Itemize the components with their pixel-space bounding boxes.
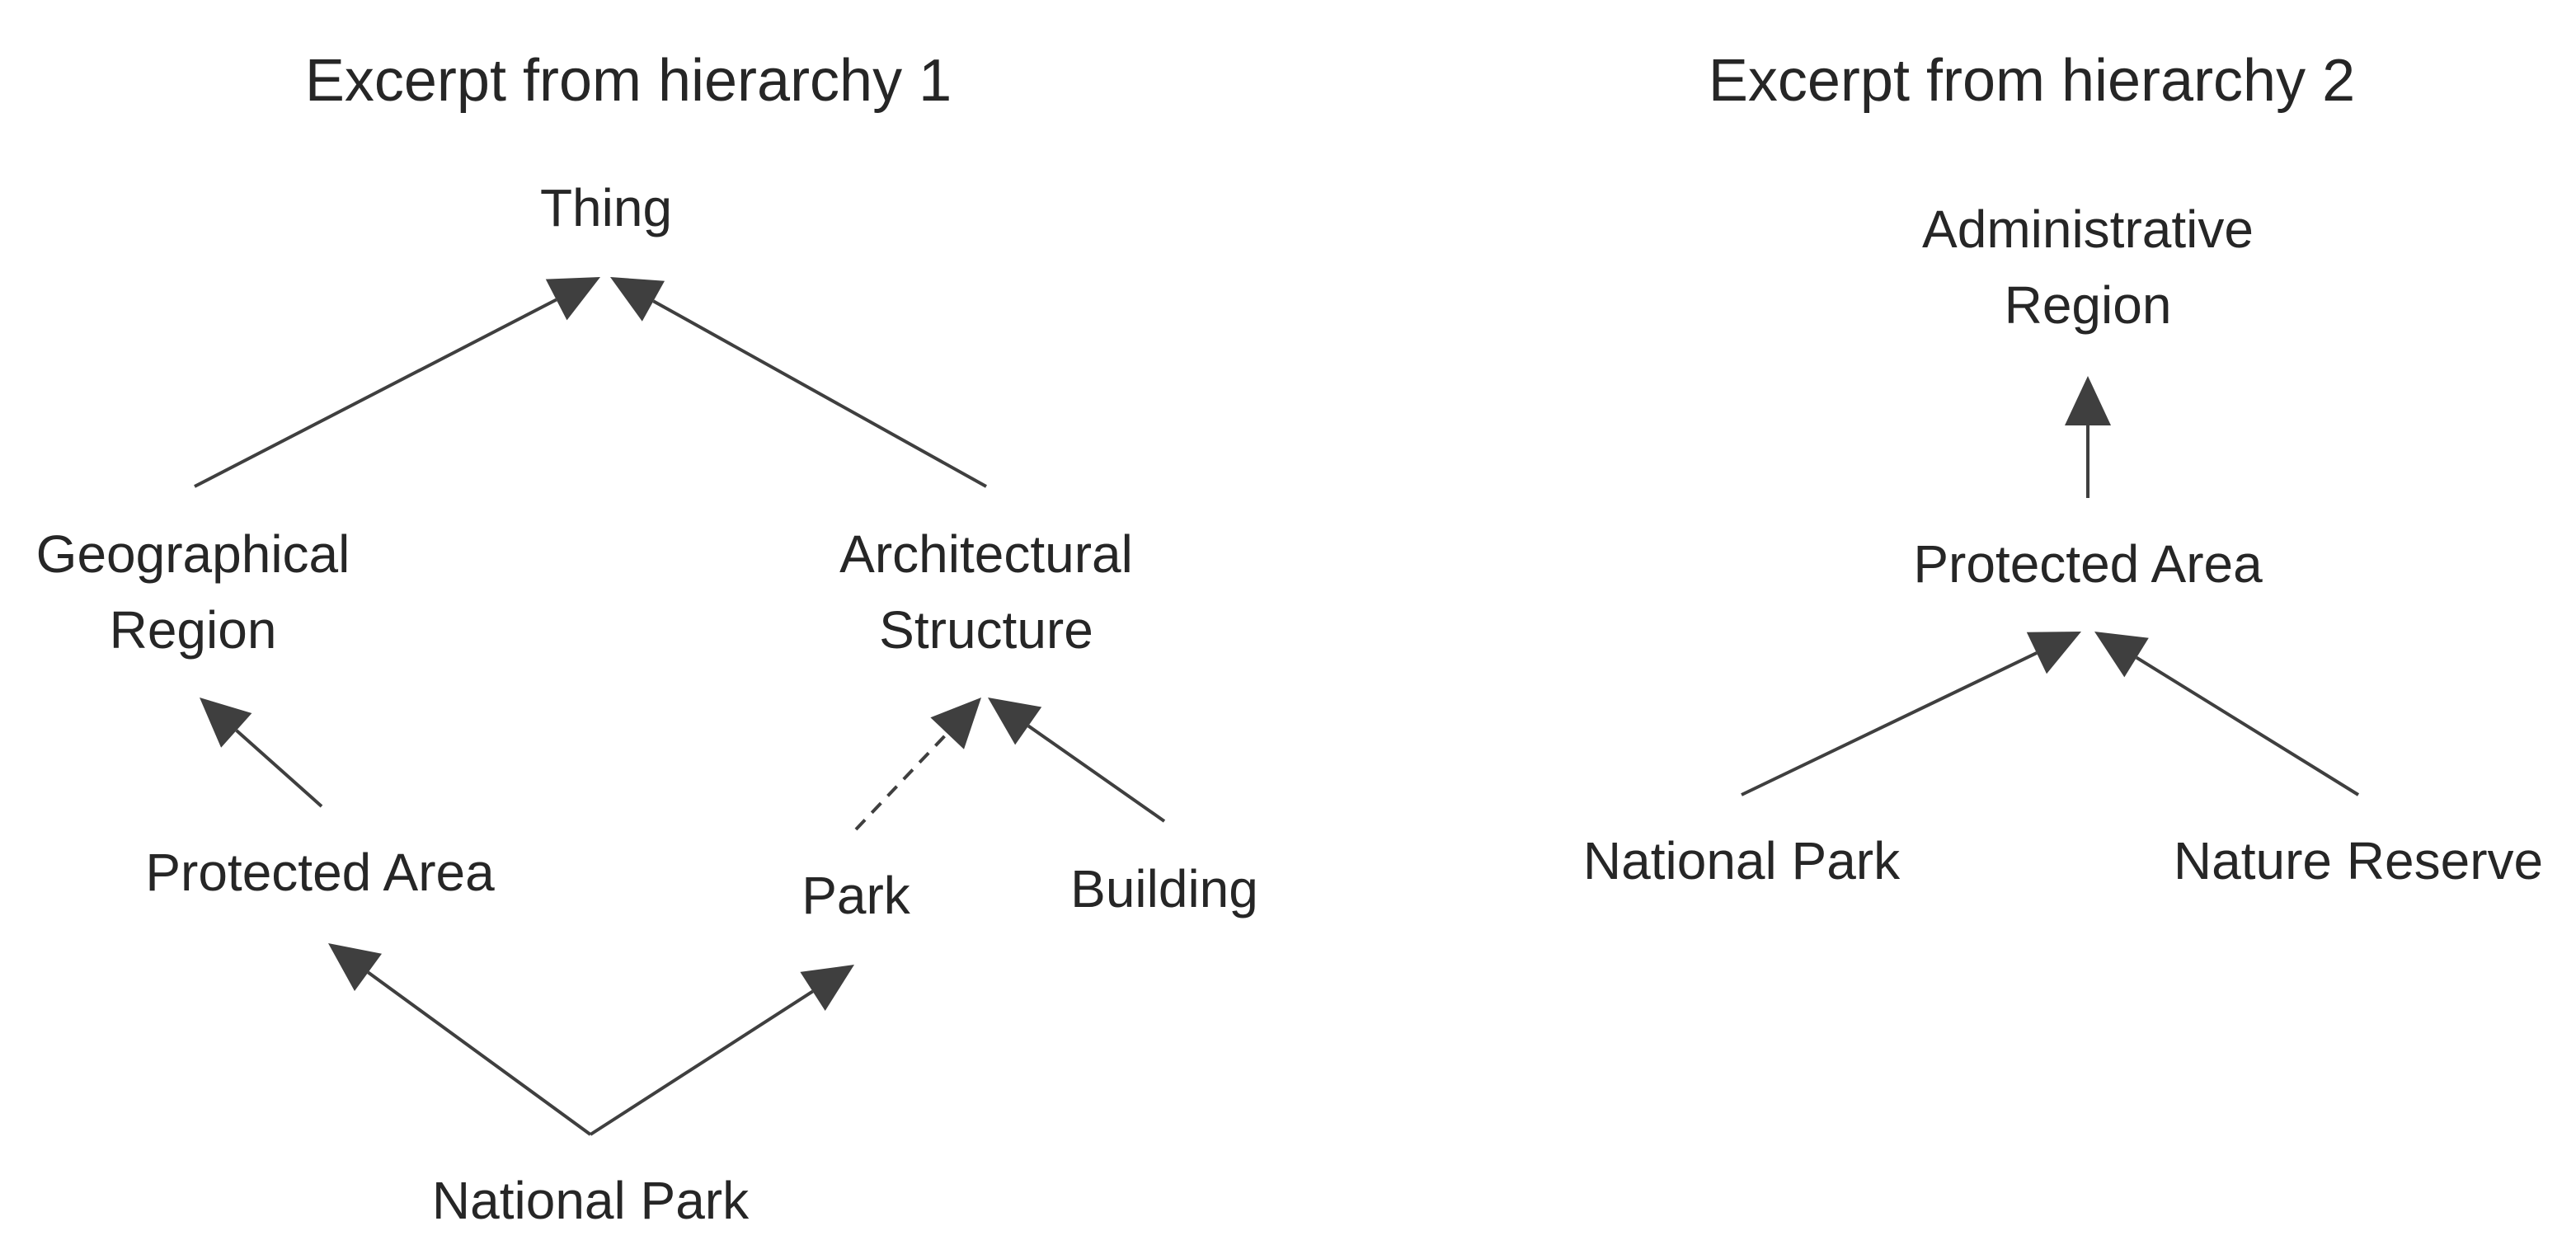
edge-geographical-region-to-thing <box>194 298 557 488</box>
edge-park-to-architectural-structure-arrowhead <box>930 698 981 749</box>
edge-architectural-structure-to-thing-arrowhead <box>610 277 665 322</box>
edge-protected-area-to-geographical-region-arrowhead <box>200 698 252 748</box>
h1-node-geographical-region-line2: Region <box>109 600 277 660</box>
edge-building-to-architectural-structure-arrowhead <box>988 698 1042 745</box>
hierarchy-1-title: Excerpt from hierarchy 1 <box>304 48 952 114</box>
h1-node-park: Park <box>801 866 910 925</box>
edge-h2-protected-area-to-administrative-region-arrowhead <box>2065 376 2111 425</box>
edge-h2-national-park-to-protected-area <box>1741 651 2038 796</box>
h1-node-geographical-region: Geographical Region <box>36 516 350 668</box>
edge-national-park-to-park <box>589 989 814 1136</box>
edge-park-to-architectural-structure <box>854 732 949 831</box>
edge-national-park-to-protected-area <box>367 970 592 1136</box>
edge-protected-area-to-geographical-region <box>235 729 323 808</box>
h1-node-national-park: National Park <box>431 1171 750 1230</box>
edge-h2-national-park-to-protected-area-arrowhead <box>2026 632 2081 674</box>
h2-node-national-park: National Park <box>1582 831 1901 890</box>
edge-national-park-to-protected-area-arrowhead <box>328 943 382 991</box>
h2-node-administrative-region-line1: Administrative <box>1922 200 2254 259</box>
h2-node-protected-area: Protected Area <box>1913 534 2263 594</box>
h1-node-architectural-structure-line2: Structure <box>879 600 1093 660</box>
edges <box>194 298 2360 1136</box>
edge-building-to-architectural-structure <box>1027 724 1166 823</box>
h1-node-thing: Thing <box>539 178 673 237</box>
h1-node-building: Building <box>1070 859 1258 918</box>
edge-h2-nature-reserve-to-protected-area <box>2135 655 2360 796</box>
h1-node-architectural-structure: Architectural Structure <box>839 516 1133 668</box>
h1-node-geographical-region-line1: Geographical <box>35 524 350 584</box>
h1-node-protected-area: Protected Area <box>145 843 495 902</box>
edge-h2-nature-reserve-to-protected-area-arrowhead <box>2094 632 2149 678</box>
h2-node-nature-reserve: Nature Reserve <box>2173 831 2544 890</box>
edge-geographical-region-to-thing-arrowhead <box>545 277 600 321</box>
edge-architectural-structure-to-thing <box>652 299 987 488</box>
h2-node-administrative-region-line2: Region <box>2004 275 2172 335</box>
hierarchy-2-title: Excerpt from hierarchy 2 <box>1708 48 2356 114</box>
h2-node-administrative-region: Administrative Region <box>1922 191 2254 343</box>
h1-node-architectural-structure-line1: Architectural <box>839 524 1133 584</box>
edge-national-park-to-park-arrowhead <box>800 965 854 1011</box>
arrowheads <box>200 277 2149 1011</box>
